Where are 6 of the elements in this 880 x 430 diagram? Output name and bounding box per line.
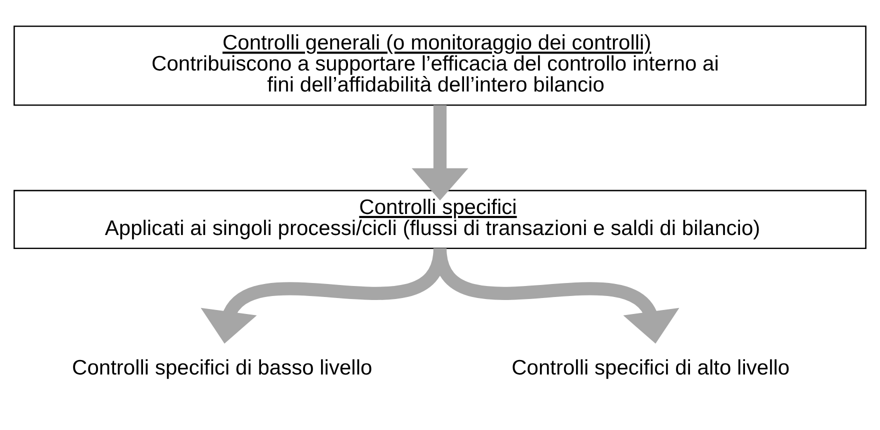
node-box: Controlli specifici Applicati ai singoli processi/cicli (flussi di transazioni e saldi di bilancio) bbox=[14, 189, 866, 249]
node-text: Controlli specifici di alto livello bbox=[512, 356, 790, 379]
node-box: Controlli generali (o monitoraggio dei controlli) Contribuiscono a supportare l’efficacia del controllo interno ai fini dell’affidabilità dell’intero bilancio bbox=[14, 25, 866, 106]
node-text: Controlli specifici di basso livello bbox=[72, 356, 372, 379]
arrow bbox=[434, 246, 680, 344]
arrow bbox=[412, 104, 468, 200]
